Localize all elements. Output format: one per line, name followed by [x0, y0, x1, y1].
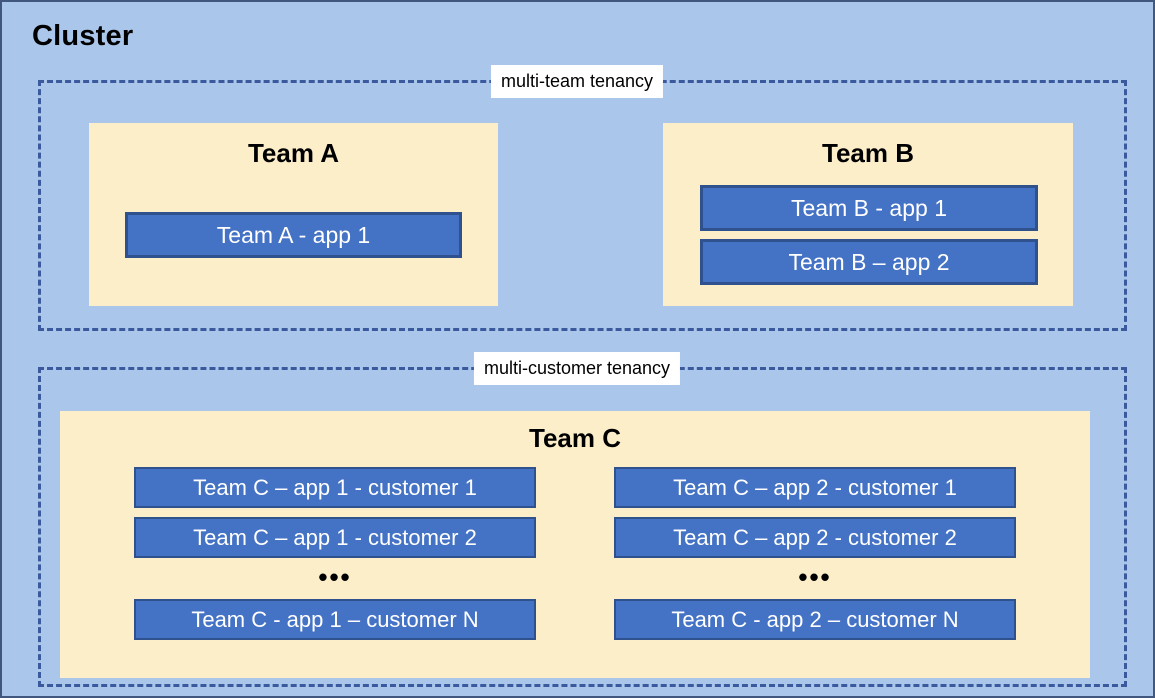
app-box-team-c-app-1-customer-1[interactable]: Team C – app 1 - customer 1	[134, 467, 536, 508]
team-b-app-list: Team B - app 1 Team B – app 2	[700, 185, 1038, 285]
tenancy-region-multi-customer: Team C Team C – app 1 - customer 1 Team …	[38, 367, 1127, 687]
team-a-app-list: Team A - app 1	[125, 212, 462, 258]
team-panel-team-a: Team A Team A - app 1	[89, 123, 498, 306]
tenancy-label-multi-team: multi-team tenancy	[490, 65, 664, 99]
app-box-team-c-app-1-customer-n[interactable]: Team C - app 1 – customer N	[134, 599, 536, 640]
app-box-team-a-app-1[interactable]: Team A - app 1	[125, 212, 462, 258]
app-box-team-b-app-1[interactable]: Team B - app 1	[700, 185, 1038, 231]
team-c-app-2-column: Team C – app 2 - customer 1 Team C – app…	[614, 467, 1016, 640]
team-c-app-1-ellipsis: •••	[318, 562, 352, 592]
tenancy-region-multi-team: Team A Team A - app 1 Team B Team B - ap…	[38, 80, 1127, 331]
team-b-heading: Team B	[822, 138, 914, 168]
app-box-team-c-app-2-customer-n[interactable]: Team C - app 2 – customer N	[614, 599, 1016, 640]
tenancy-label-multi-customer: multi-customer tenancy	[473, 352, 681, 386]
team-a-heading: Team A	[247, 138, 340, 168]
team-c-heading: Team C	[529, 423, 621, 453]
team-panel-team-c: Team C Team C – app 1 - customer 1 Team …	[60, 411, 1090, 678]
team-panel-team-b: Team B Team B - app 1 Team B – app 2	[663, 123, 1073, 306]
team-c-app-2-ellipsis: •••	[798, 562, 832, 592]
team-c-columns: Team C – app 1 - customer 1 Team C – app…	[60, 467, 1090, 640]
app-box-team-c-app-2-customer-1[interactable]: Team C – app 2 - customer 1	[614, 467, 1016, 508]
team-c-app-1-column: Team C – app 1 - customer 1 Team C – app…	[134, 467, 536, 640]
app-box-team-b-app-2[interactable]: Team B – app 2	[700, 239, 1038, 285]
page-title: Cluster	[32, 20, 134, 52]
app-box-team-c-app-1-customer-2[interactable]: Team C – app 1 - customer 2	[134, 517, 536, 558]
app-box-team-c-app-2-customer-2[interactable]: Team C – app 2 - customer 2	[614, 517, 1016, 558]
